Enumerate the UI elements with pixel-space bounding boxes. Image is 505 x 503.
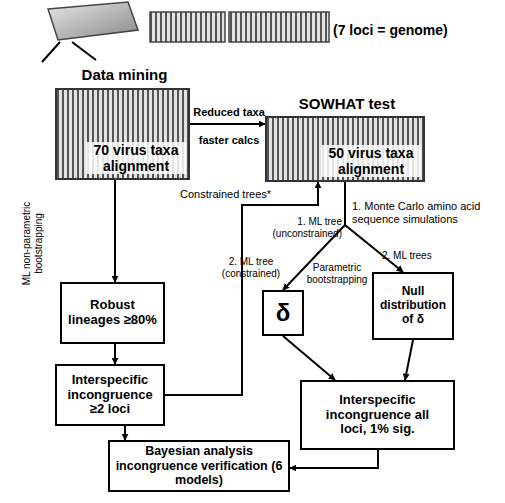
edge-label: 2. ML tree (constrained) bbox=[218, 256, 284, 279]
edge-label: ML non-parametric bootstrapping bbox=[21, 194, 44, 294]
note-label: 1. Monte Carlo amino acid sequence simul… bbox=[352, 200, 502, 225]
edge-label: 2. ML trees bbox=[382, 250, 442, 262]
flow-arrow bbox=[290, 450, 378, 468]
process-box: Interspecific incongruence all loci, 1% … bbox=[300, 380, 455, 450]
locus-block bbox=[229, 12, 329, 42]
process-box: Interspecific incongruence ≥2 loci bbox=[55, 364, 165, 426]
flow-arrow bbox=[124, 426, 126, 440]
flow-arrow bbox=[405, 340, 413, 380]
stand-line bbox=[42, 42, 60, 62]
locus-block bbox=[150, 12, 225, 42]
flow-arrow bbox=[283, 336, 335, 380]
sequencer-box bbox=[48, 2, 138, 40]
box-label: δ bbox=[264, 292, 302, 334]
note-label: (7 loci = genome) bbox=[333, 22, 503, 38]
edge-label: Reduced taxa faster calcs bbox=[193, 98, 265, 154]
flow-arrow bbox=[114, 180, 116, 282]
flow-arrow bbox=[190, 123, 265, 125]
flow-arrow bbox=[165, 182, 318, 395]
note-label: 1. ML tree (unconstrained) bbox=[262, 216, 342, 239]
alignment-label: 70 virus taxa alignment bbox=[86, 142, 186, 174]
process-box: Bayesian analysis incongruence verificat… bbox=[108, 440, 290, 492]
alignment-box: SOWHAT test50 virus taxa alignment bbox=[265, 116, 425, 182]
alignment-box: Data mining70 virus taxa alignment bbox=[55, 88, 190, 180]
alignment-label: 50 virus taxa alignment bbox=[321, 145, 421, 177]
process-box: Robust lineages ≥80% bbox=[60, 282, 165, 344]
stand-line bbox=[72, 42, 96, 60]
box-label: Bayesian analysis incongruence verificat… bbox=[110, 442, 288, 490]
flow-arrow bbox=[114, 344, 116, 364]
statistic-box: δ bbox=[262, 290, 304, 336]
section-heading: Data mining bbox=[57, 66, 192, 83]
box-label: Null distribution of δ bbox=[374, 274, 452, 338]
box-label: Interspecific incongruence ≥2 loci bbox=[57, 366, 163, 424]
box-label: Interspecific incongruence all loci, 1% … bbox=[302, 382, 453, 448]
edge-label: Constrained trees* bbox=[180, 188, 310, 201]
box-label: Robust lineages ≥80% bbox=[62, 284, 163, 342]
note-label: Parametric bootstrapping bbox=[303, 262, 371, 285]
section-heading: SOWHAT test bbox=[267, 95, 427, 112]
process-box: Null distribution of δ bbox=[372, 272, 454, 340]
